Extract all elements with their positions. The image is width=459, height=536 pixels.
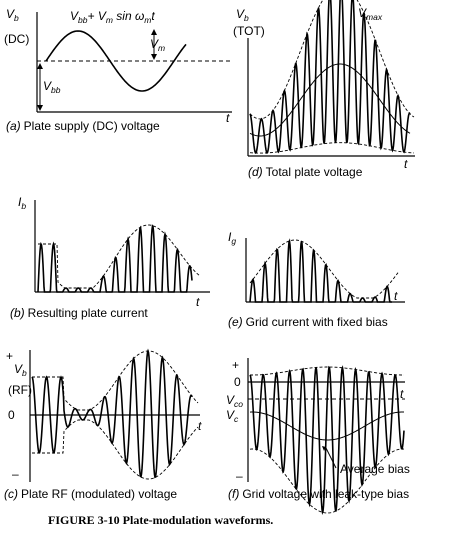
panel-a-y-label-unit: (DC) [4, 32, 29, 46]
panel-e-y-label: Ig [228, 230, 236, 246]
panel-f-vc-label: Vc [226, 408, 239, 424]
panel-f-zero: 0 [234, 375, 241, 389]
figure-title: FIGURE 3-10 Plate-modulation waveforms. [48, 513, 273, 527]
panel-c-y-label-unit: (RF) [8, 383, 32, 397]
panel-f-average-bias-pointer [325, 447, 337, 469]
panel-a: Vb (DC) Vbb+ Vm sin ωmt Vm Vbb t (a)Plat… [4, 7, 232, 133]
panel-b-y-label: Ib [18, 195, 26, 211]
panel-d-y-label-unit: (TOT) [233, 24, 265, 38]
panel-e-caption: (e)Grid current with fixed bias [228, 315, 388, 329]
panel-e: Ig t (e)Grid current with fixed bias [228, 230, 405, 329]
panel-a-vbb-arrowheads [37, 63, 43, 111]
panel-b-caption: (b)Resulting plate current [10, 306, 148, 320]
panel-e-t-label: t [394, 289, 398, 303]
panel-f: + 0 Vco Vc – t Average bias (f)Grid volt… [226, 358, 410, 515]
panel-c-minus: – [12, 467, 19, 481]
panel-f-minus: – [236, 469, 243, 483]
panel-a-t-label: t [226, 111, 230, 125]
panel-b: Ib t (b)Resulting plate current [10, 195, 210, 320]
panel-c-y-label: Vb [14, 362, 27, 378]
panel-f-vco-label: Vco [226, 393, 243, 409]
panel-c-zero: 0 [8, 408, 15, 422]
panel-a-formula: Vbb+ Vm sin ωmt [70, 9, 155, 25]
panel-b-t-label: t [196, 295, 200, 309]
panel-f-average-bias-label: Average bias [340, 462, 410, 476]
panel-c-t-label: t [198, 419, 202, 433]
panel-c-rf-waveform [31, 348, 193, 479]
panel-d-total-waveform [249, 0, 411, 155]
panel-f-t-label: t [400, 387, 404, 401]
panel-d-y-label: Vb [236, 7, 249, 23]
panel-a-vm-label: Vm [150, 37, 165, 53]
panel-e-grid-current-pulses [249, 238, 392, 303]
panel-c-plus: + [6, 349, 13, 363]
panel-b-current-pulses [37, 224, 193, 293]
panel-f-average-bias-arrowhead [322, 446, 326, 451]
panel-f-grid-voltage-waveform [249, 365, 405, 515]
panel-d-caption: (d)Total plate voltage [248, 165, 363, 179]
panel-c-caption: (c)Plate RF (modulated) voltage [4, 487, 177, 501]
panel-d: Vb (TOT) Vmax t (d)Total plate voltage [233, 0, 415, 179]
panel-c: + Vb (RF) 0 – t (c)Plate RF (modulated) … [4, 348, 202, 501]
panel-d-t-label: t [404, 157, 408, 171]
panel-a-supply-waveform [45, 30, 187, 92]
panel-f-caption: (f)Grid voltage with leak-type bias [228, 487, 409, 501]
panel-a-y-label: Vb [6, 7, 19, 23]
panel-a-caption: (a)Plate supply (DC) voltage [6, 119, 160, 133]
panel-d-vmax-label: Vmax [358, 6, 383, 22]
panel-f-plus: + [232, 358, 239, 372]
panel-a-vbb-label: Vbb [43, 79, 61, 95]
